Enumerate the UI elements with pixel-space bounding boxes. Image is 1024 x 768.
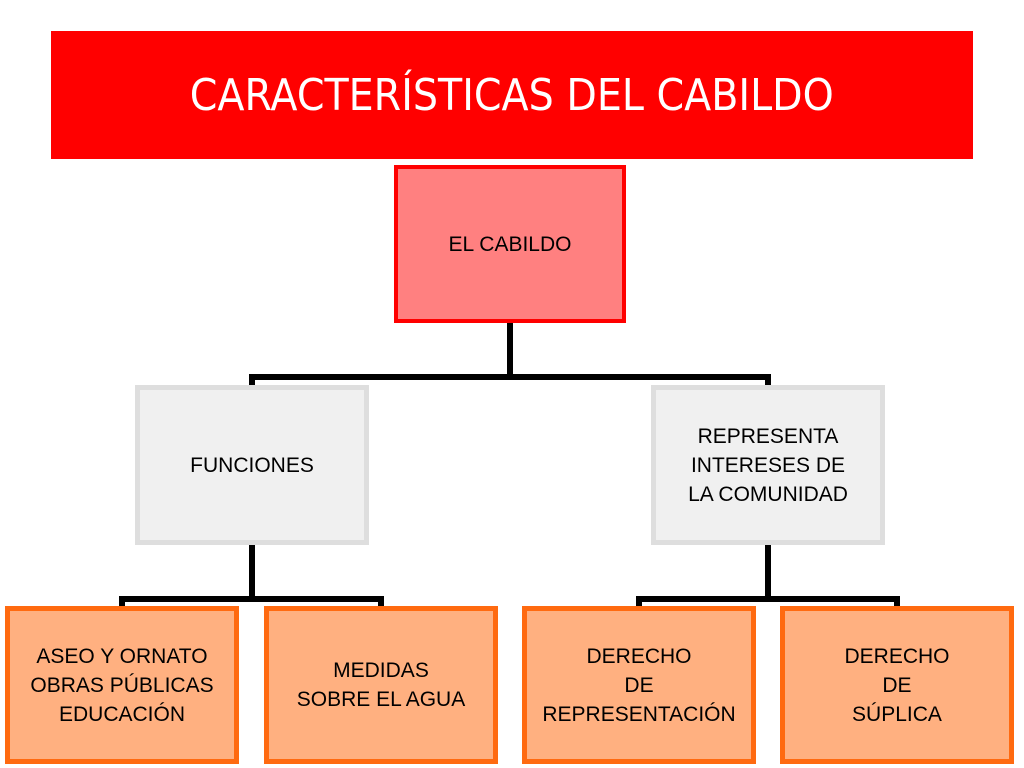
node-text-line: INTERESES DE [690, 453, 846, 477]
node-text-line: SOBRE EL AGUA [296, 688, 466, 711]
node-text-line: LA COMUNIDAD [688, 482, 848, 506]
node-text-line: EDUCACIÓN [58, 702, 185, 726]
node-text-line: EL CABILDO [448, 232, 572, 256]
node-text-line: REPRESENTACIÓN [542, 702, 736, 726]
node-derecho-representacion: DERECHO DE REPRESENTACIÓN [522, 606, 756, 764]
connector-representa-to-children [636, 542, 900, 609]
slide-title: CARACTERÍSTICAS DEL CABILDO [189, 69, 835, 121]
node-aseo-obras-educacion: ASEO Y ORNATO OBRAS PÚBLICAS EDUCACIÓN [5, 606, 239, 764]
node-text-line: REPRESENTA [697, 424, 839, 448]
node-el-cabildo: EL CABILDO [394, 165, 626, 323]
node-derecho-suplica: DERECHO DE SÚPLICA [780, 606, 1014, 764]
node-medidas-agua: MEDIDAS SOBRE EL AGUA [264, 606, 498, 764]
node-text-line: OBRAS PÚBLICAS [30, 673, 214, 697]
node-text-line: DE [882, 673, 912, 697]
node-text-line: ASEO Y ORNATO [36, 644, 208, 668]
connector-root-to-branches [249, 320, 771, 388]
connector-funciones-to-children [119, 542, 384, 609]
node-text-line: DERECHO [586, 644, 692, 668]
node-text-line: MEDIDAS [333, 659, 429, 682]
node-text-line: DERECHO [844, 644, 950, 668]
node-text-line: FUNCIONES [190, 453, 314, 477]
node-text-line: DE [624, 673, 654, 697]
node-representa-intereses: REPRESENTA INTERESES DE LA COMUNIDAD [651, 385, 885, 545]
node-funciones: FUNCIONES [135, 385, 369, 545]
title-banner: CARACTERÍSTICAS DEL CABILDO [51, 31, 973, 159]
node-text-line: SÚPLICA [852, 702, 942, 726]
